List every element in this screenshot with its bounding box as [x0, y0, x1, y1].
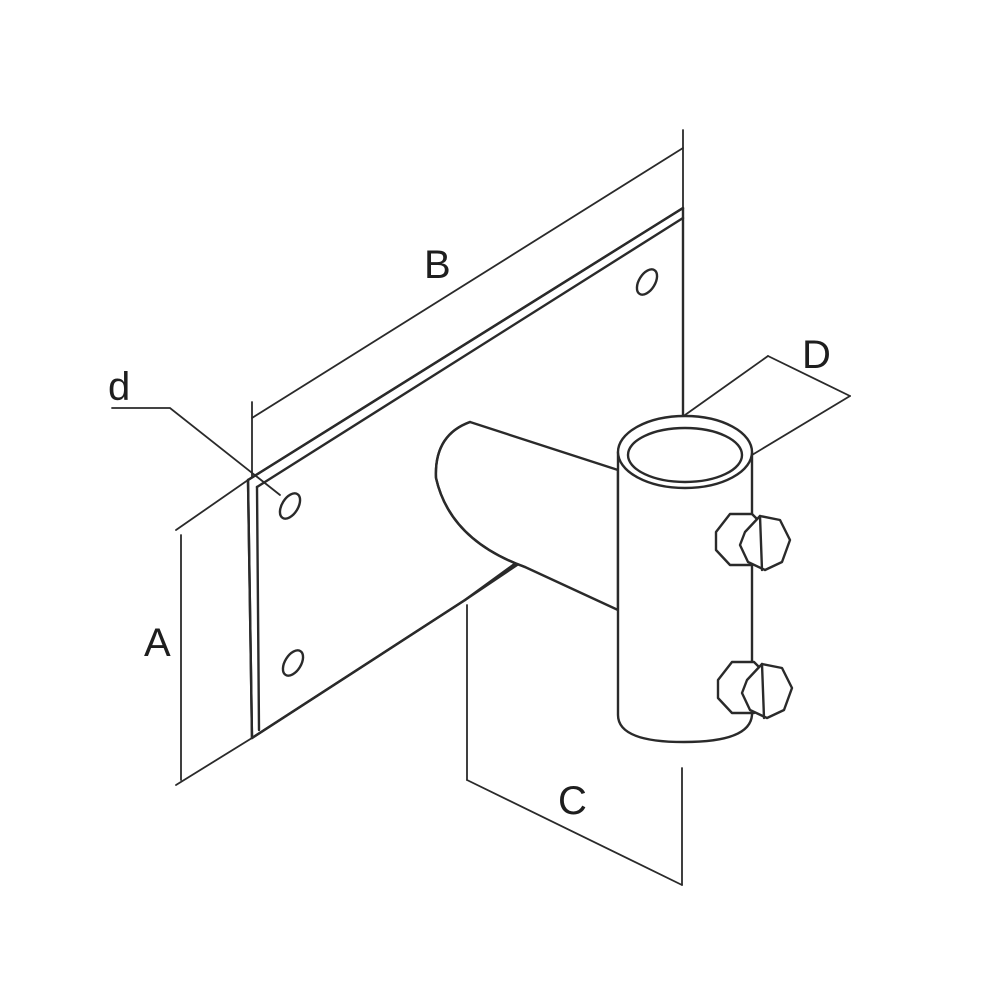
mounting-holes: [278, 268, 659, 677]
arm-tube: [434, 420, 620, 612]
label-a: A: [144, 621, 171, 665]
label-c: C: [558, 779, 587, 823]
dimension-a: [175, 479, 253, 786]
clamp-tube: [616, 414, 754, 744]
label-d-upper: D: [802, 333, 831, 377]
bolt-upper: [714, 512, 792, 572]
hole-bottom-left: [281, 649, 305, 677]
bolt-lower: [716, 660, 794, 720]
dimension-d: [684, 355, 851, 456]
hole-top-left: [278, 492, 302, 520]
dimension-c: [466, 604, 683, 886]
label-d-lower: d: [108, 365, 130, 409]
hole-top-right: [635, 268, 659, 296]
label-b: B: [424, 243, 451, 287]
leader-d: [111, 407, 281, 496]
